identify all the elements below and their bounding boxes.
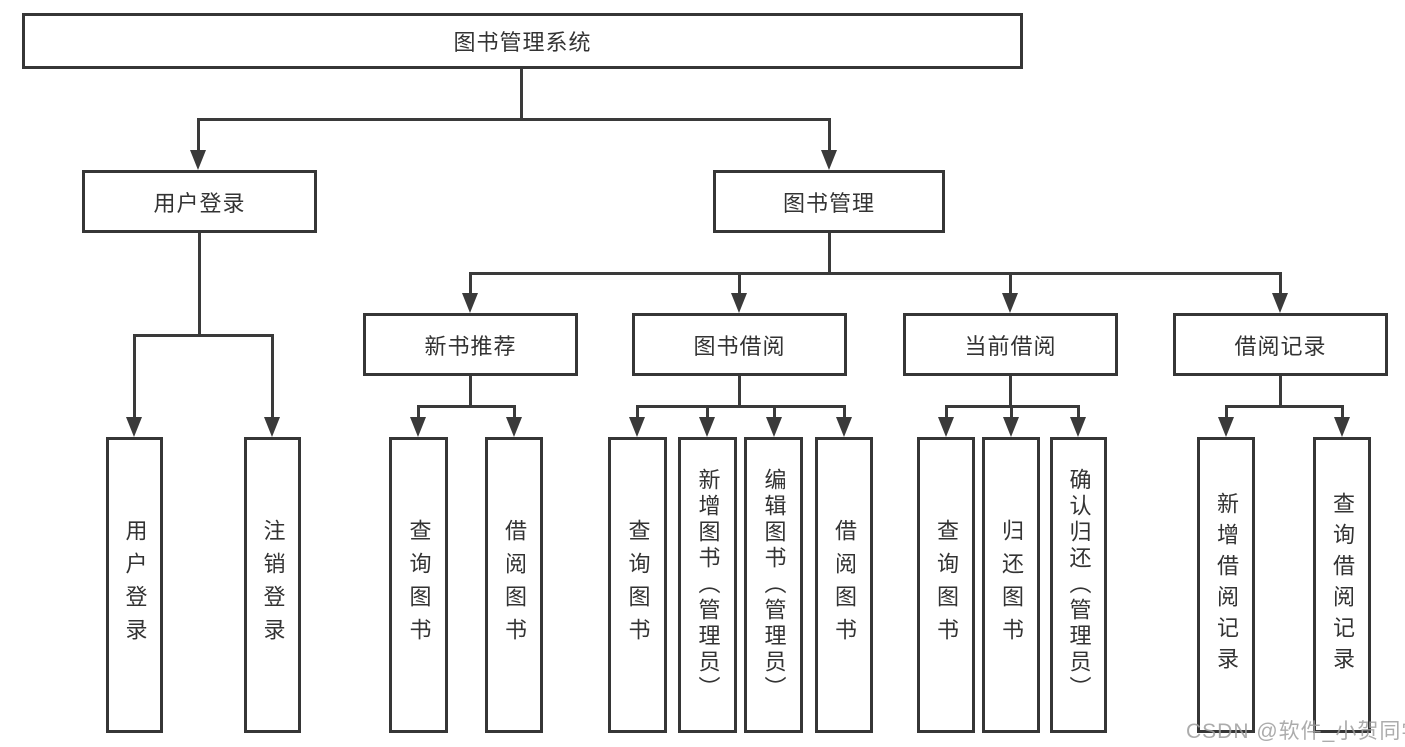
node-root-label: 图书管理系统: [453, 30, 592, 55]
leaf-label: 查询图书: [625, 519, 651, 651]
connector-line: [1009, 376, 1012, 407]
arrow-head: [836, 417, 852, 437]
connector-line: [773, 405, 776, 419]
connector-line: [133, 334, 136, 419]
leaf-query-books-recommend: 查询图书: [389, 437, 448, 733]
arrow-head: [126, 417, 142, 437]
arrow-head: [410, 417, 426, 437]
node-label: 借阅记录: [1234, 333, 1327, 359]
leaf-label: 新增图书（管理员）: [695, 468, 721, 702]
leaf-query-books-current: 查询图书: [917, 437, 975, 733]
node-new-book-recommend: 新书推荐: [363, 313, 578, 376]
connector-line: [1226, 405, 1342, 408]
connector-line: [1279, 376, 1282, 407]
connector-line: [418, 405, 514, 408]
node-root: 图书管理系统: [22, 13, 1023, 69]
node-borrow-records: 借阅记录: [1173, 313, 1388, 376]
arrow-head: [1218, 417, 1234, 437]
leaf-label: 编辑图书（管理员）: [761, 468, 787, 702]
leaf-label: 借阅图书: [502, 519, 527, 651]
connector-line: [637, 405, 844, 408]
node-label: 用户登录: [153, 190, 246, 216]
connector-line: [1010, 405, 1013, 419]
leaf-borrow-books-borrowing: 借阅图书: [815, 437, 873, 733]
arrow-head: [821, 150, 837, 170]
arrow-head: [766, 417, 782, 437]
leaf-query-books-borrowing: 查询图书: [608, 437, 667, 733]
node-label: 图书管理: [782, 190, 875, 216]
connector-line: [1225, 405, 1228, 419]
leaf-return-books: 归还图书: [982, 437, 1040, 733]
leaf-label: 查询图书: [406, 519, 432, 651]
connector-line: [417, 405, 420, 419]
connector-line: [738, 376, 741, 407]
leaf-logout: 注销登录: [244, 437, 301, 733]
leaf-label: 借阅图书: [832, 519, 857, 651]
arrow-head: [264, 417, 280, 437]
leaf-label: 用户登录: [122, 519, 148, 651]
leaf-borrow-books-recommend: 借阅图书: [485, 437, 543, 733]
connector-line: [271, 334, 274, 419]
leaf-label: 新增借阅记录: [1214, 492, 1239, 678]
arrow-head: [1003, 417, 1019, 437]
connector-line: [828, 233, 831, 274]
connector-line: [636, 405, 639, 419]
connector-line: [1341, 405, 1344, 419]
connector-line: [520, 69, 523, 119]
arrow-head: [190, 150, 206, 170]
node-current-borrowing: 当前借阅: [903, 313, 1118, 376]
connector-line: [738, 272, 741, 295]
leaf-query-borrow-record: 查询借阅记录: [1313, 437, 1371, 733]
csdn-watermark: CSDN @软件_小贺同学: [1186, 720, 1405, 743]
leaf-confirm-return-admin: 确认归还（管理员）: [1050, 437, 1107, 733]
connector-line: [469, 272, 472, 295]
connector-line: [134, 334, 272, 337]
arrow-head: [938, 417, 954, 437]
connector-line: [828, 118, 831, 152]
connector-line: [198, 118, 830, 121]
leaf-label: 注销登录: [260, 519, 286, 651]
arrow-head: [1334, 417, 1350, 437]
connector-line: [945, 405, 948, 419]
leaf-label: 归还图书: [999, 519, 1024, 651]
connector-line: [513, 405, 516, 419]
node-book-borrowing: 图书借阅: [632, 313, 847, 376]
leaf-user-login: 用户登录: [106, 437, 163, 733]
leaf-label: 查询图书: [934, 519, 959, 651]
node-label: 新书推荐: [424, 333, 517, 359]
arrow-head: [1002, 293, 1018, 313]
node-book-management: 图书管理: [713, 170, 945, 233]
leaf-add-books-admin: 新增图书（管理员）: [678, 437, 737, 733]
connector-line: [470, 272, 1280, 275]
node-label: 当前借阅: [964, 333, 1057, 359]
arrow-head: [731, 293, 747, 313]
arrow-head: [1272, 293, 1288, 313]
connector-line: [198, 233, 201, 336]
arrow-head: [699, 417, 715, 437]
arrow-head: [629, 417, 645, 437]
leaf-label: 确认归还（管理员）: [1066, 468, 1092, 702]
arrow-head: [506, 417, 522, 437]
leaf-edit-books-admin: 编辑图书（管理员）: [744, 437, 803, 733]
leaf-add-borrow-record: 新增借阅记录: [1197, 437, 1255, 733]
connector-line: [843, 405, 846, 419]
connector-line: [1279, 272, 1282, 295]
arrow-head: [462, 293, 478, 313]
arrow-head: [1070, 417, 1086, 437]
connector-line: [469, 376, 472, 407]
connector-line: [197, 118, 200, 152]
connector-line: [1009, 272, 1012, 295]
node-user-login: 用户登录: [82, 170, 317, 233]
connector-line: [706, 405, 709, 419]
node-label: 图书借阅: [693, 333, 786, 359]
leaf-label: 查询借阅记录: [1330, 492, 1355, 678]
connector-line: [1077, 405, 1080, 419]
